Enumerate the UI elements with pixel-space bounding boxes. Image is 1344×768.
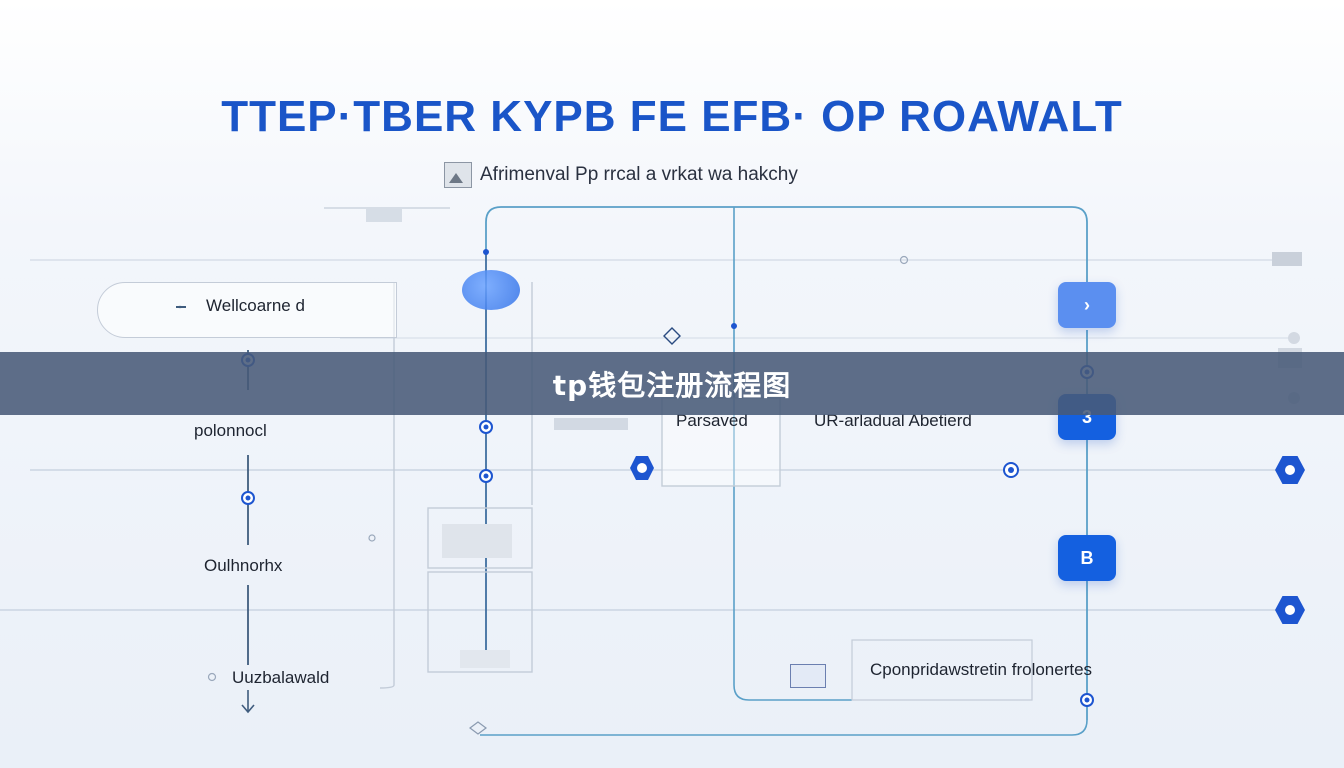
banner-text: tp钱包注册流程图 bbox=[552, 368, 792, 402]
hex-marker-icon bbox=[1275, 596, 1305, 624]
document-icon bbox=[790, 664, 826, 688]
node-welcome: Wellcoarne d bbox=[206, 296, 305, 315]
diagram-title: TTEP·TBER KYPB FE EFB· OP ROAWALT bbox=[221, 92, 1123, 141]
node-ur: UR-arladual Abetierd bbox=[814, 411, 972, 430]
node-parsaved: Parsaved bbox=[676, 411, 748, 430]
title-banner: tp钱包注册流程图 bbox=[0, 352, 1344, 415]
diagram-subtitle: Afrimenval Pp rrcal a vrkat wa hakchy bbox=[480, 164, 798, 185]
node-uuzb: Uuzbalawald bbox=[232, 668, 330, 687]
node-pol: polonnocl bbox=[194, 421, 267, 440]
step-badge-next[interactable]: › bbox=[1058, 282, 1116, 328]
image-icon bbox=[444, 162, 472, 188]
chat-bubble-icon bbox=[462, 270, 520, 310]
welcome-card[interactable] bbox=[97, 282, 397, 338]
subtitle-row: Afrimenval Pp rrcal a vrkat wa hakchy bbox=[444, 160, 798, 190]
hex-marker-icon bbox=[630, 456, 654, 480]
step-badge-b[interactable]: B bbox=[1058, 535, 1116, 581]
dash-marker bbox=[176, 306, 186, 308]
node-cpon: Cponpridawstretin frolonertes bbox=[870, 660, 1093, 679]
node-outh: Oulhnorhx bbox=[204, 556, 283, 575]
